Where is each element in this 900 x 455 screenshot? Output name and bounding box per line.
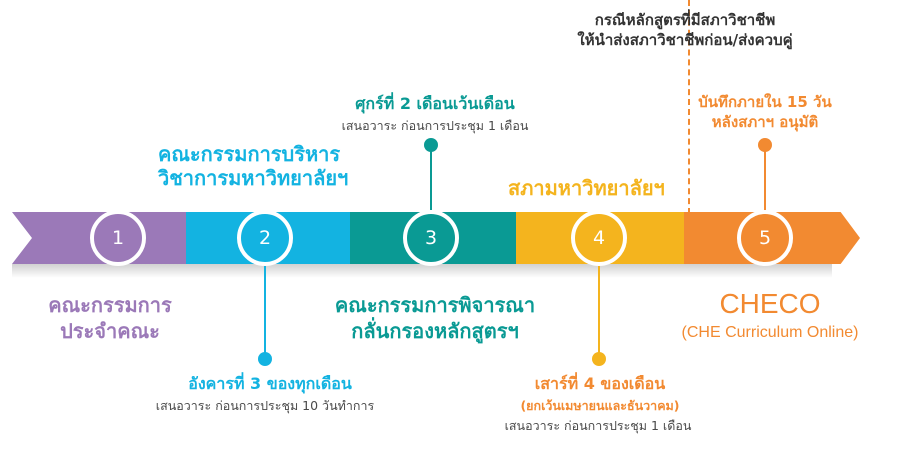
step-3-connector (430, 150, 432, 210)
academic-admin-label: คณะกรรมการบริหาร วิชาการมหาวิทยาลัยฯ (158, 142, 348, 190)
step-5-schedule: บันทึกภายใน 15 วัน หลังสภาฯ อนุมัติ (680, 92, 850, 132)
step-3-dot (424, 138, 438, 152)
step-3-note: เสนอวาระ ก่อนการประชุม 1 เดือน (341, 118, 529, 133)
step-2-dot (258, 352, 272, 366)
step-5-dot (758, 138, 772, 152)
academic-admin-line2: วิชาการมหาวิทยาลัยฯ (158, 166, 349, 190)
step-3-circle: 3 (403, 210, 459, 266)
academic-admin-line1: คณะกรรมการบริหาร (158, 142, 341, 166)
checo-title: CHECO (719, 288, 821, 319)
step-4-subtitle: (ยกเว้นเมษายนและธันวาคม) (520, 398, 680, 413)
step-5-line1: บันทึกภายใน 15 วัน (698, 93, 832, 111)
professional-council-divider (688, 0, 690, 214)
step-4-connector (598, 266, 600, 358)
step-3-schedule: ศุกร์ที่ 2 เดือนเว้นเดือน (355, 94, 515, 113)
university-council-label: สภามหาวิทยาลัยฯ (508, 176, 665, 200)
faculty-committee-line2: ประจำคณะ (60, 319, 160, 343)
step-2-note: เสนอวาระ ก่อนการประชุม 10 วันทำการ (155, 398, 375, 413)
step-1-circle: 1 (90, 210, 146, 266)
curriculum-screening-line2: กลั่นกรองหลักสูตรฯ (351, 319, 519, 343)
step-5-connector (764, 150, 766, 210)
professional-note-line2: ให้นำส่งสภาวิชาชีพก่อน/ส่งควบคู่ (577, 31, 793, 49)
step-2-schedule: อังคารที่ 3 ของทุกเดือน (188, 374, 352, 393)
step-2-circle: 2 (237, 210, 293, 266)
timeline-shadow (12, 264, 832, 278)
faculty-committee-line1: คณะกรรมการ (48, 293, 172, 317)
step-5-line2: หลังสภาฯ อนุมัติ (711, 113, 819, 131)
step-5-circle: 5 (737, 210, 793, 266)
step-2-connector (264, 266, 266, 358)
step-4-circle: 4 (571, 210, 627, 266)
curriculum-screening-label: คณะกรรมการพิจารณา กลั่นกรองหลักสูตรฯ (300, 292, 570, 344)
step-4-note: เสนอวาระ ก่อนการประชุม 1 เดือน (504, 418, 692, 433)
step-4-dot (592, 352, 606, 366)
professional-council-note: กรณีหลักสูตรที่มีสภาวิชาชีพ ให้นำส่งสภาว… (560, 10, 810, 50)
professional-note-line1: กรณีหลักสูตรที่มีสภาวิชาชีพ (594, 11, 776, 29)
checo-subtitle: (CHE Curriculum Online) (681, 324, 859, 341)
step-4-schedule: เสาร์ที่ 4 ของเดือน (534, 374, 666, 393)
curriculum-screening-line1: คณะกรรมการพิจารณา (334, 293, 536, 317)
faculty-committee-label: คณะกรรมการ ประจำคณะ (20, 292, 200, 344)
